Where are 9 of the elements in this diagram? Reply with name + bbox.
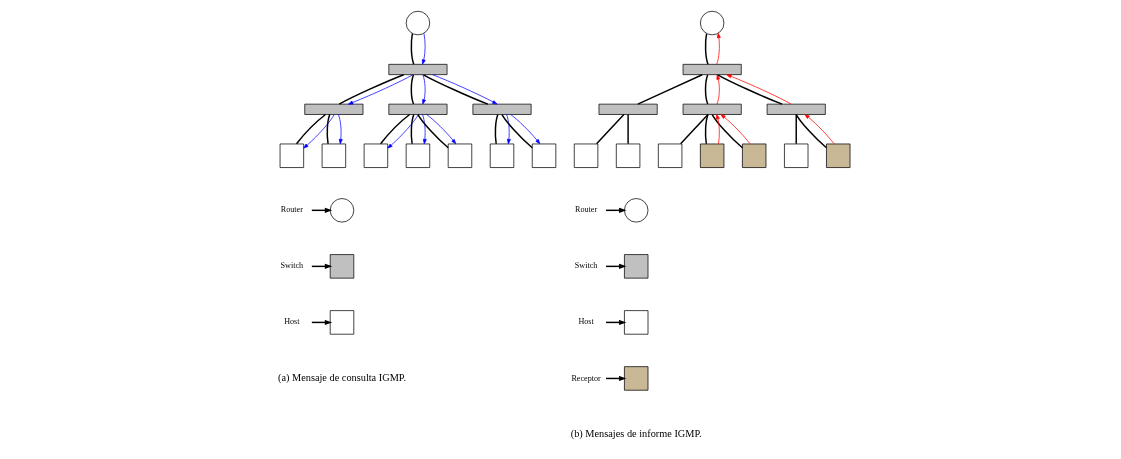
node-text: Host [283,317,300,327]
label: (a) Mensaje de consulta IGMP. [277,372,406,384]
label: (b) Mensajes de informe IGMP. [570,428,702,440]
node-text: Switch [280,261,303,271]
node-text: Host [577,317,594,327]
node-text: Receptor [570,373,601,383]
node-text: Router [574,205,597,215]
node-text: Router [280,205,303,215]
node-text: Switch [574,261,597,271]
